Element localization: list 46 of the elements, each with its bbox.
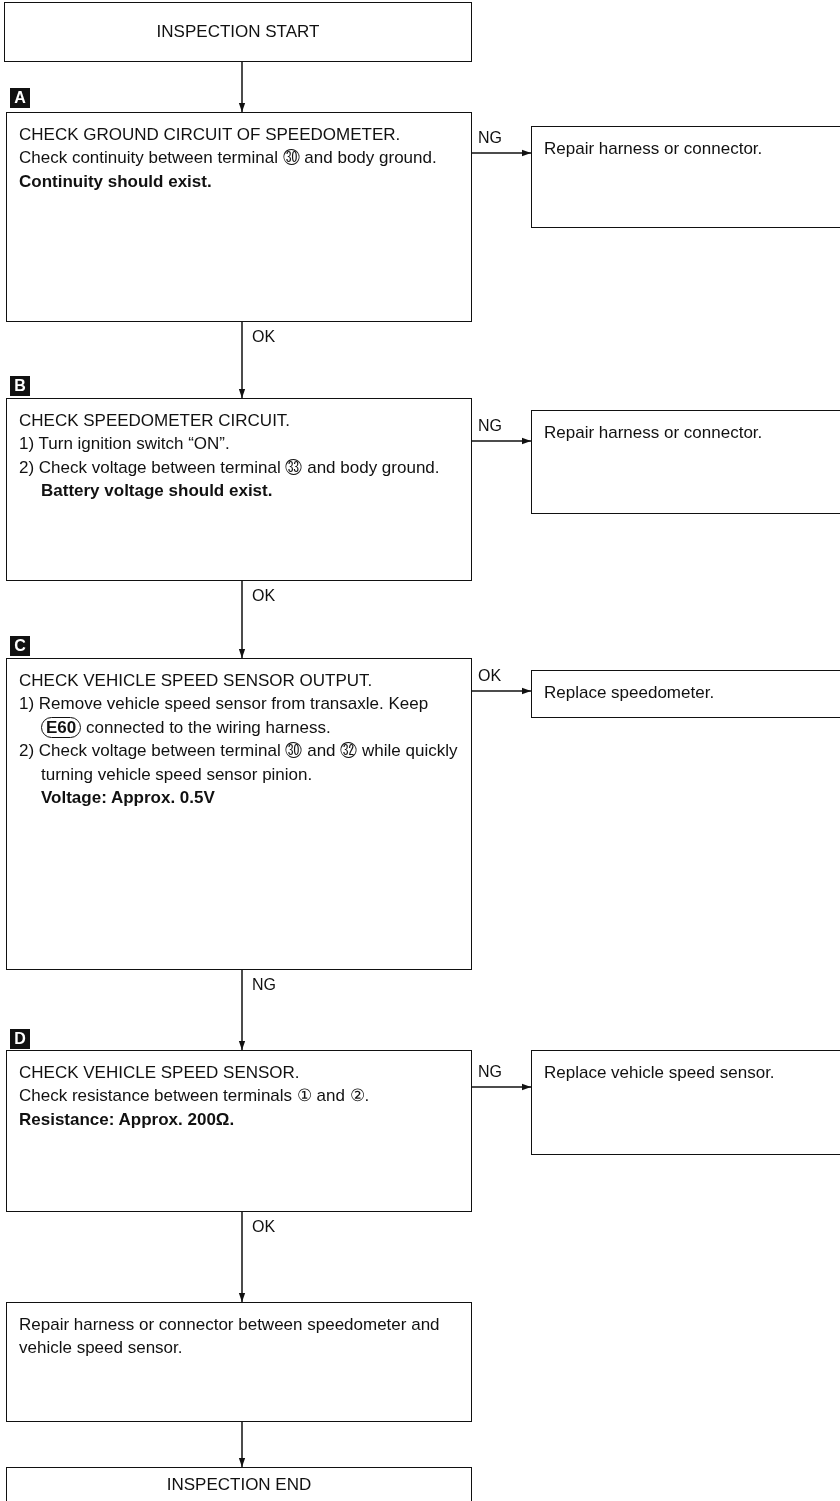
instruction-text: 2) Check voltage between terminal ㉚ and ㉜ while quickly turning vehicle speed sensor pinion. [19,740,459,786]
action-box [531,1050,840,1155]
instruction-text: Repair harness or connector. [544,422,764,444]
flow-arrow [471,687,532,695]
instruction-text: INSPECTION START [156,21,320,44]
instruction-text: INSPECTION END [166,1473,312,1496]
step-letter-badge: A [10,88,30,108]
spec-text: Battery voltage should exist. [40,480,274,503]
action-box [531,670,840,718]
step-heading: CHECK VEHICLE SPEED SENSOR. [19,1062,301,1084]
spec-text: Continuity should exist. [19,170,213,193]
flow-arrow [238,321,246,399]
spec-text: Resistance: Approx. 200Ω. [19,1108,236,1131]
flow-arrow [238,1211,246,1303]
instruction-text: Repair harness or connector. [544,138,764,160]
check-step-box [6,398,472,581]
action-box [531,410,840,514]
step-heading: CHECK SPEEDOMETER CIRCUIT. [19,410,292,432]
step-letter-badge: D [10,1029,30,1049]
terminal-box [6,1467,472,1501]
flow-arrow [471,437,532,445]
instruction-text: 2) Check voltage between terminal ㉝ and body ground. [19,456,441,479]
action-box [6,1302,472,1422]
step-heading: CHECK GROUND CIRCUIT OF SPEEDOMETER. [19,124,402,146]
action-box [531,126,840,228]
flow-arrow [238,1421,246,1468]
spec-text: Voltage: Approx. 0.5V [40,787,216,810]
instruction-text: Repair harness or connector between speedometer and vehicle speed sensor. [19,1314,441,1360]
flow-arrow [238,580,246,659]
flow-arrow [238,969,246,1051]
step-letter-badge: B [10,376,30,396]
instruction-text: Check continuity between terminal ㉚ and body ground. [19,147,438,170]
instruction-text: Replace vehicle speed sensor. [544,1062,776,1084]
step-heading: CHECK VEHICLE SPEED SENSOR OUTPUT. [19,670,374,692]
instruction-text: Check resistance between terminals ① and ②. [19,1085,371,1108]
step-letter-badge: C [10,636,30,656]
instruction-text: 1) Turn ignition switch “ON”. [19,433,231,456]
flow-arrow [471,149,532,157]
terminal-box [4,2,472,62]
check-step-box [6,112,472,322]
check-step-box [6,1050,472,1212]
instruction-text: 1) Remove vehicle speed sensor from transaxle. Keep E60 connected to the wiring harness. [19,693,430,740]
flow-arrow [471,1083,532,1091]
flow-arrow [238,61,246,113]
instruction-text: Replace speedometer. [544,682,716,704]
check-step-box [6,658,472,970]
